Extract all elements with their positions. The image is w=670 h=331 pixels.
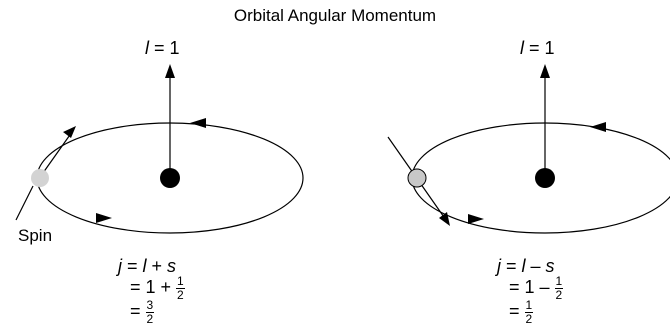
right-eq-line-2-denominator: 2: [555, 287, 563, 302]
right-spin-vector-head: [439, 212, 450, 226]
left-l-label: l = 1: [145, 38, 180, 59]
left-spin-pointer-line: [15, 185, 34, 221]
right-orbit-arrow-top: [590, 122, 606, 132]
right-eq-line-3-denominator: 2: [525, 311, 533, 326]
right-eq-line-2-numerator: 1: [554, 274, 564, 289]
right-l-label: l = 1: [520, 38, 555, 59]
right-eq-op: –: [525, 256, 546, 276]
right-eq-j: j: [497, 256, 501, 276]
right-orbit-system: [387, 64, 670, 234]
left-l-vector-head: [165, 64, 175, 78]
right-l-symbol: l: [520, 38, 524, 58]
left-orbit-arrow-top: [190, 118, 206, 128]
right-eq-line-1: j = l – s: [497, 257, 555, 275]
right-eq-line-3-numerator: 1: [524, 298, 534, 313]
left-eq-equals: =: [122, 256, 143, 276]
left-nucleus: [160, 168, 180, 188]
left-eq-line-3-denominator: 2: [146, 311, 154, 326]
left-eq-j: j: [118, 256, 122, 276]
left-l-symbol: l: [145, 38, 149, 58]
left-eq-s: s: [167, 256, 177, 276]
spin-label: Spin: [18, 226, 53, 245]
left-eq-line-3-text: =: [130, 300, 146, 321]
right-eq-s: s: [545, 256, 555, 276]
right-eq-line-3-text: =: [509, 300, 525, 321]
right-spin-electron: [407, 168, 427, 188]
right-l-vector-head: [540, 64, 550, 78]
right-eq-l: l: [521, 256, 526, 276]
left-eq-line-1: j = l + s: [118, 257, 176, 275]
right-nucleus: [535, 168, 555, 188]
left-eq-line-2-numerator: 1: [176, 274, 185, 289]
left-eq-op: +: [146, 256, 168, 276]
right-l-value: = 1: [529, 38, 555, 58]
left-spin-electron: [31, 169, 49, 187]
left-eq-l: l: [142, 256, 147, 276]
left-orbit-arrow-bottom: [96, 213, 112, 223]
right-eq-equals: =: [501, 256, 522, 276]
right-orbit-arrow-bottom: [468, 214, 484, 224]
left-orbit-system: [15, 64, 304, 234]
left-eq-line-2-text: = 1 +: [130, 276, 177, 297]
right-eq-line-2-text: = 1 –: [509, 276, 555, 297]
diagram-title: Orbital Angular Momentum: [233, 6, 437, 25]
left-eq-line-3-numerator: 3: [145, 298, 155, 313]
left-eq-line-2-denominator: 2: [177, 287, 184, 302]
left-spin-vector-head: [63, 126, 76, 138]
left-l-value: = 1: [154, 38, 180, 58]
